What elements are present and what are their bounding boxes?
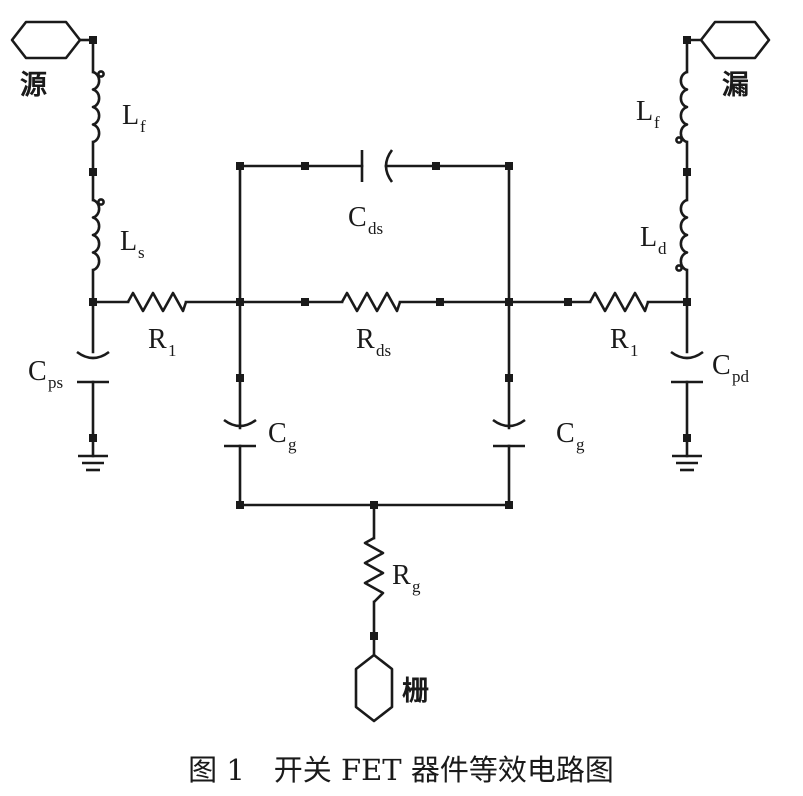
ground-right — [672, 454, 702, 472]
inductor-lf-right — [679, 70, 689, 144]
wires — [91, 38, 689, 657]
label-ld: L d — [640, 222, 667, 258]
svg-text:s: s — [138, 243, 145, 262]
figure-caption: 图 1 开关 FET 器件等效电路图 — [188, 753, 614, 787]
svg-text:d: d — [658, 239, 667, 258]
drain-terminal — [699, 20, 771, 60]
label-cds: C ds — [348, 202, 383, 238]
inductor-lf-left — [91, 70, 101, 144]
svg-text:ps: ps — [48, 373, 63, 392]
label-rg: R g — [392, 560, 421, 596]
capacitor-cds — [360, 149, 394, 183]
inductor-ls — [91, 198, 101, 272]
svg-text:R: R — [356, 324, 375, 355]
gate-terminal — [354, 653, 394, 723]
capacitor-cps — [76, 350, 110, 384]
svg-text:f: f — [140, 117, 146, 136]
label-lf-right: L f — [636, 96, 660, 132]
capacitor-cg-right — [492, 418, 526, 448]
drain-label: 漏 — [722, 70, 749, 101]
resistor-rg — [363, 536, 385, 603]
svg-text:g: g — [412, 577, 421, 596]
source-terminal — [10, 20, 82, 60]
svg-text:L: L — [640, 222, 657, 253]
source-label: 源 — [20, 70, 47, 101]
label-r1-right: R 1 — [610, 324, 639, 360]
label-lf-left: L f — [122, 100, 146, 136]
resistor-r1-left — [126, 291, 188, 313]
svg-text:R: R — [392, 560, 411, 591]
svg-text:ds: ds — [368, 219, 383, 238]
svg-text:C: C — [268, 418, 287, 449]
gate-label: 栅 — [402, 676, 429, 707]
svg-text:1: 1 — [630, 341, 639, 360]
svg-text:f: f — [654, 113, 660, 132]
label-cps: C ps — [28, 356, 63, 392]
svg-text:L: L — [122, 100, 139, 131]
label-ls: L s — [120, 226, 145, 262]
label-rds: R ds — [356, 324, 391, 360]
label-cpd: C pd — [712, 350, 750, 386]
ground-left — [78, 454, 108, 472]
svg-text:1: 1 — [168, 341, 177, 360]
inductor-ld — [679, 198, 689, 272]
label-r1-left: R 1 — [148, 324, 177, 360]
svg-text:g: g — [576, 435, 585, 454]
svg-text:ds: ds — [376, 341, 391, 360]
label-cg-left: C g — [268, 418, 297, 454]
resistor-rds — [340, 291, 402, 313]
svg-text:C: C — [28, 356, 47, 387]
circuit-nodes — [89, 36, 691, 640]
svg-text:C: C — [556, 418, 575, 449]
resistor-r1-right — [588, 291, 650, 313]
label-cg-right: C g — [556, 418, 585, 454]
svg-text:R: R — [610, 324, 629, 355]
svg-text:L: L — [120, 226, 137, 257]
svg-text:g: g — [288, 435, 297, 454]
capacitor-cg-left — [223, 418, 257, 448]
capacitor-cpd — [670, 350, 704, 384]
svg-text:pd: pd — [732, 367, 750, 386]
svg-text:L: L — [636, 96, 653, 127]
svg-text:R: R — [148, 324, 167, 355]
svg-text:C: C — [348, 202, 367, 233]
svg-text:C: C — [712, 350, 731, 381]
